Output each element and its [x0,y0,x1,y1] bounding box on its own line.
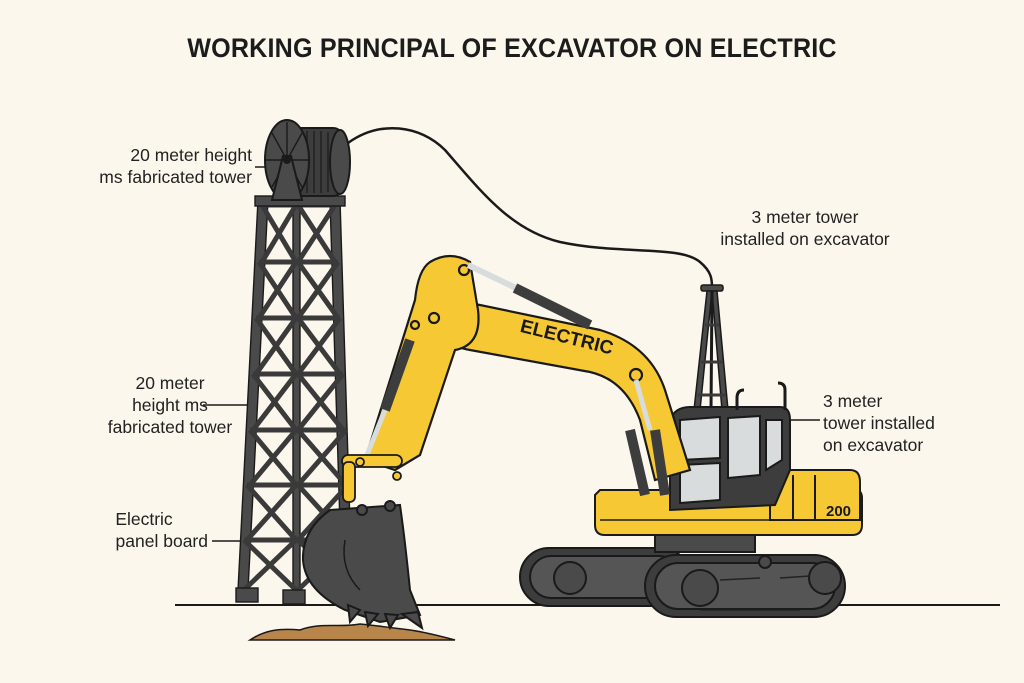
soil-pile [247,623,456,641]
label-tower-top: 20 meter height ms fabricated tower [62,144,252,188]
label-line: 20 meter [135,373,205,393]
label-line: on excavator [823,435,924,455]
label-line: tower installed [823,413,935,433]
label-excavator-tower-side: 3 meter tower installed on excavator [823,390,983,456]
label-tower-mid: 20 meter height ms fabricated tower [100,372,240,438]
label-line: fabricated tower [107,417,233,437]
label-excavator-tower-top: 3 meter tower installed on excavator [690,206,920,250]
label-line: 20 meter height [130,145,252,165]
label-line: height ms [132,395,208,415]
diagram-title: WORKING PRINCIPAL OF EXCAVATOR ON ELECTR… [187,33,837,63]
bucket-linkage [341,454,403,503]
model-number: 200 [826,503,851,520]
label-line: ms fabricated tower [99,167,252,187]
label-panel-board: Electric panel board [80,508,208,552]
label-line: panel board [115,531,208,551]
power-cable [347,126,714,289]
cable-reel [264,119,351,201]
label-line: installed on excavator [720,229,890,249]
excavator-body [594,381,863,536]
label-line: 3 meter tower [751,207,859,227]
hydraulic-cylinders [362,262,670,497]
crawler-tracks [519,529,846,618]
label-line: 3 meter [823,391,883,411]
excavator-bucket [301,500,424,631]
label-line: Electric [115,509,173,529]
excavator-mast-tower [693,284,729,411]
